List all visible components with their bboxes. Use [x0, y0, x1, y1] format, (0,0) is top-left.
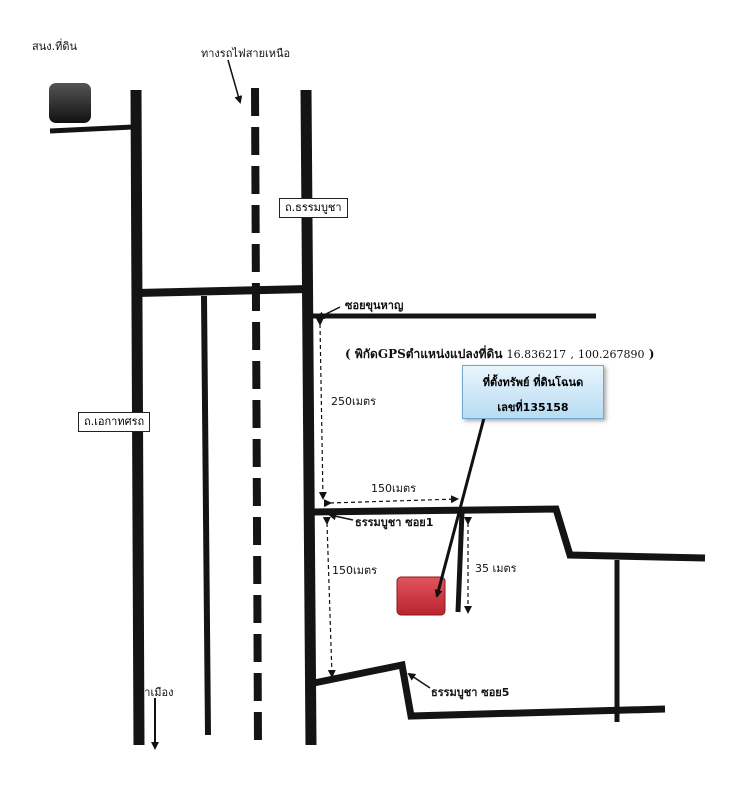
soi5-label: ธรรมบูชา ซอย5 [431, 686, 510, 699]
soi-khun-han-pointer [316, 306, 341, 319]
soi1-stub-road [455, 511, 465, 613]
property-info-box: ที่ตั้งทรัพย์ ที่ดินโฉนด เลขที่135158 [462, 365, 604, 419]
property-marker [396, 576, 446, 616]
railway-pointer [227, 59, 243, 104]
land-office-marker [49, 83, 91, 123]
gps-suffix: ) [648, 347, 655, 361]
soi5-pointer [407, 672, 431, 689]
distance-150-h-arrow [323, 495, 459, 508]
property-pointer [434, 417, 486, 598]
distance-150-h-label: 150เมตร [371, 482, 417, 495]
side-road [201, 295, 211, 736]
land-office-label: สนง.ที่ดิน [32, 40, 78, 53]
gps-sep: , [570, 348, 574, 361]
soi-khun-han-label: ซอยขุนหาญ [345, 299, 404, 312]
distance-35-label: 35 เมตร [475, 562, 517, 575]
property-deed-number: เลขที่135158 [497, 401, 569, 414]
distance-250-label: 250เมตร [331, 395, 377, 408]
gps-coordinates: ( พิกัดGPSตำแหน่งแปลงที่ดิน 16.836217 , … [345, 345, 654, 364]
connector-road [136, 285, 309, 297]
property-title: ที่ตั้งทรัพย์ ที่ดินโฉนด [482, 376, 584, 389]
distance-250-arrow [315, 317, 327, 500]
soi1-label: ธรรมบูชา ซอย1 [355, 516, 434, 529]
soi1-road [311, 505, 706, 562]
ekathotsarot-road-label: ถ.เอกาทศรถ [78, 412, 151, 433]
soi1-pointer [328, 512, 354, 521]
railway-label: ทางรถไฟสายเหนือ [201, 47, 291, 60]
soi5-road [313, 660, 666, 720]
to-city-label: เข้าเมือง [133, 686, 174, 699]
distance-150-v-arrow [322, 516, 336, 678]
gps-prefix: ( พิกัดGPSตำแหน่งแปลงที่ดิน [345, 347, 503, 361]
gps-lat: 16.836217 [506, 348, 567, 361]
tham-bucha-road [300, 89, 317, 746]
distance-150-v-label: 150เมตร [332, 564, 378, 577]
tham-bucha-road-label: ถ.ธรรมบูชา [279, 198, 348, 219]
gps-lon: 100.267890 [578, 348, 645, 361]
land-office-road [49, 124, 134, 134]
railway-line [251, 87, 262, 746]
